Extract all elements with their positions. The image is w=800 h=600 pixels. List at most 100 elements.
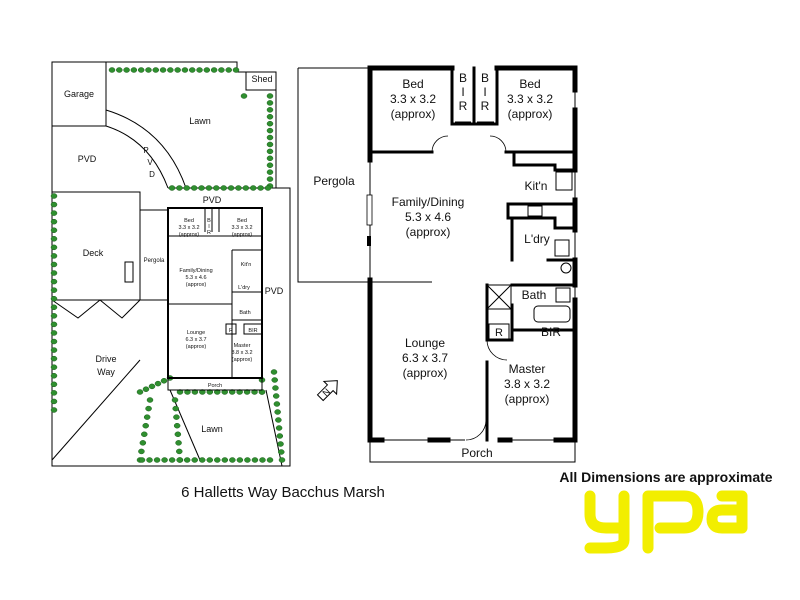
hedge-shrub: [266, 148, 274, 155]
linen-cupboard: [488, 323, 510, 341]
hedge-shrub: [168, 457, 176, 463]
hedge-shrub: [277, 441, 284, 447]
hedge-shrub: [198, 457, 206, 463]
hedge-shrub: [175, 440, 182, 446]
hedge-shrub: [196, 67, 203, 73]
site-bed2-approx: (approx): [232, 232, 253, 238]
lounge-approx: (approx): [403, 366, 448, 380]
family-approx: (approx): [406, 225, 451, 239]
kitchen-bench: [506, 202, 577, 230]
hedge-shrub: [229, 457, 236, 463]
vanity: [555, 287, 571, 303]
hedge-shrub: [232, 67, 240, 73]
hedge-shrub: [50, 355, 58, 362]
hedge-shrub: [161, 457, 168, 463]
hedge-shrub: [50, 330, 58, 336]
hedge-shrub: [50, 364, 58, 370]
site-pvd-top-label: PVD: [203, 195, 222, 205]
site-bir-r: R: [207, 230, 211, 236]
hedge-shrub: [50, 398, 58, 405]
hedge-shrub: [235, 185, 242, 191]
shower-cross: [486, 284, 512, 310]
hedge-shrub: [139, 440, 147, 446]
site-bed2-dims: 3.3 x 3.2: [231, 225, 252, 231]
hedge-shrub: [266, 134, 274, 141]
site-bed1-dims: 3.3 x 3.2: [178, 225, 199, 231]
hedge-shrub: [173, 422, 181, 429]
hedge-shrub: [123, 67, 130, 73]
site-pergola-label: Pergola: [144, 258, 165, 264]
hedge-shrub: [143, 414, 151, 420]
hedge-shrub: [137, 67, 145, 73]
hedge-shrub: [227, 185, 235, 191]
hedge-shrub: [160, 378, 168, 384]
hedge-shrub: [278, 449, 285, 455]
hedge-shrub: [276, 433, 284, 439]
site-deck-label: Deck: [83, 248, 104, 258]
hedge-shrub: [270, 369, 278, 375]
master-door: [486, 339, 508, 361]
hedge-shrub: [116, 67, 123, 73]
driveway-edge: [51, 359, 141, 461]
hedge-shrub: [198, 185, 205, 191]
hedge-shrub: [240, 93, 248, 99]
hedge-shrub: [191, 457, 198, 463]
hedge-shrub: [148, 383, 156, 390]
address-caption: 6 Halletts Way Bacchus Marsh: [181, 484, 385, 501]
hedge-shrub: [176, 448, 183, 455]
site-family-dims: 5.3 x 4.6: [185, 275, 206, 281]
site-pvd-curve-d: D: [149, 170, 155, 179]
site-way-label: Way: [97, 367, 115, 377]
hedge-shrub: [266, 107, 274, 113]
hedge-shrub: [146, 457, 153, 463]
driveway-gate: [51, 299, 141, 319]
hedge-shrub: [50, 278, 58, 285]
site-bath-label: Bath: [239, 310, 250, 316]
bir1-r: R: [459, 99, 468, 113]
site-bed1-approx: (approx): [179, 232, 200, 238]
bed1-approx: (approx): [391, 107, 436, 121]
cooktop: [527, 205, 543, 217]
hedge-shrub: [168, 185, 176, 191]
hedge-shrub: [271, 377, 278, 383]
hedge-shrub: [205, 185, 213, 191]
hedge-shrub: [266, 155, 274, 162]
hedge-shrub: [50, 261, 58, 268]
hedge-shrub: [50, 407, 58, 413]
site-bir-label: BIR: [248, 328, 257, 334]
master-approx: (approx): [505, 392, 550, 406]
hedge-shrub: [50, 381, 58, 388]
site-pvd-curve-p: P: [143, 146, 148, 155]
garage-outline: [52, 61, 107, 127]
hedge-shrub: [278, 457, 286, 463]
ldry-label: L'dry: [524, 232, 550, 246]
site-family-label: Family/Dining: [179, 268, 212, 274]
bed2-dims: 3.3 x 3.2: [507, 92, 553, 106]
hedge-shrub: [266, 176, 274, 182]
hedge-shrub: [176, 457, 183, 463]
hedge-shrub: [244, 457, 251, 463]
site-master-dims: 3.8 x 3.2: [231, 350, 252, 356]
bir2-b: B: [481, 71, 489, 85]
hedge-shrub: [50, 270, 58, 276]
hedge-shrub: [203, 67, 211, 73]
disclaimer-caption: All Dimensions are approximate: [559, 469, 772, 485]
hedge-shrub: [50, 287, 58, 293]
hedge-shrub: [266, 93, 274, 99]
bed1-dims: 3.3 x 3.2: [390, 92, 436, 106]
hedge-shrub: [173, 414, 180, 420]
hedge-shrub: [171, 397, 179, 403]
hedge-shrubs: [50, 67, 286, 463]
site-shed-label: Shed: [251, 74, 272, 84]
master-label: Master: [509, 362, 546, 376]
hedge-shrub: [138, 457, 146, 463]
site-lounge-label: Lounge: [187, 330, 205, 336]
hedge-shrub: [249, 185, 257, 191]
hedge-shrub: [145, 67, 152, 73]
site-bir-i: I: [208, 224, 210, 230]
hedge-shrub: [274, 409, 281, 415]
pvd-path-edge: [105, 125, 169, 189]
hedge-shrub: [50, 373, 58, 379]
bed2-door: [489, 135, 507, 153]
